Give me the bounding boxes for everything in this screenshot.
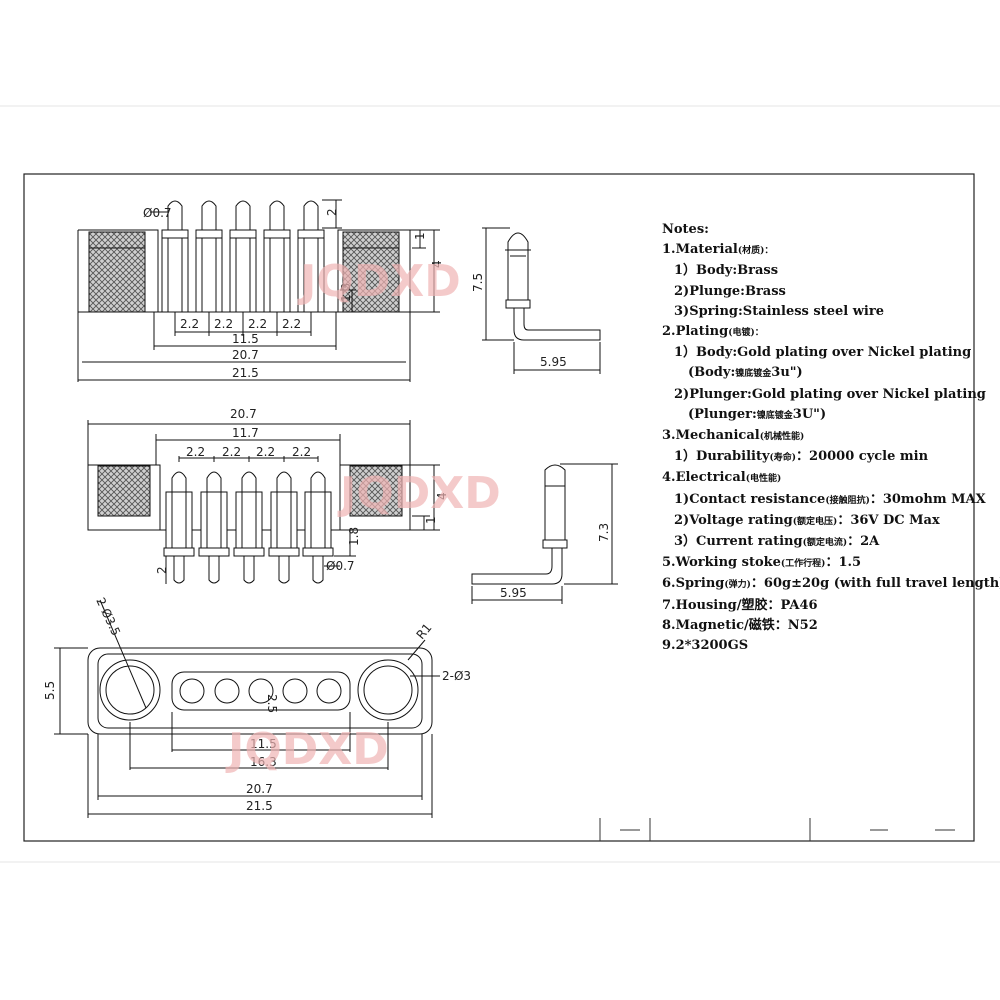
front-view-top [77,199,440,382]
dim-pitch-1: 2.2 [180,317,199,331]
magnet-left [88,231,146,313]
note-mechanical: 3.Mechanical(机械性能) [662,428,805,444]
note-material-plunge: 2)Plunge:Brass [674,283,786,299]
notes-panel: Notes: 1.Material(材质)： 1）Body:Brass 2)Pl… [662,220,1000,656]
note-durability: 1）Durability(寿命)：20000 cycle min [674,449,929,465]
dim-pin-len-top: 2 [325,208,339,216]
front-view-middle [87,420,440,584]
dim-base-h: 1.3 [339,283,353,302]
dim-pin-dia-mid: Ø0.7 [326,559,355,573]
pins-top [161,200,325,313]
pin-slot [171,671,351,711]
dim-total-h: 4 [430,260,444,268]
dim-top-h: 1 [413,232,427,240]
note-working: 5.Working stoke(工作行程)：1.5 [662,555,862,571]
dim-side-width-top: 5.95 [540,355,567,369]
side-view-middle [471,463,618,604]
magnet-hole-right [357,659,419,721]
watermark-3: JQDXD [225,724,389,775]
note-plating-plunger-note: (Plunger:镍底镀金3U") [688,406,827,422]
bottom-view [54,599,440,818]
dim-pitch-2: 2.2 [214,317,233,331]
note-magnetic: 8.Magnetic/磁铁：N52 [662,617,818,633]
dim-outer-top: 21.5 [232,366,259,380]
drawing-frame [23,173,975,842]
title-block-ticks [599,818,955,841]
note-plating: 2.Plating(电镀)： [662,324,764,340]
note-material-spring: 3)Spring:Stainless steel wire [674,303,884,319]
side-view-top [482,227,601,374]
dim-span-mid: 11.7 [232,426,259,440]
dim-pin-dia-top: Ø0.7 [143,206,172,220]
dim-total-h-mid: 4 [435,492,449,500]
magnet-left-mid [97,465,151,517]
dim-inner-mid: 20.7 [230,407,257,421]
dim-radius: R1 [414,621,435,642]
magnet-right-mid [349,465,403,517]
dim-inner-bottom: 20.7 [246,782,273,796]
dim-hole-small: 2-Ø3 [442,669,471,683]
note-contact: 1)Contact resistance(接触阻抗)：30mohm MAX [674,491,986,507]
dim-top-h-mid: 1 [424,516,438,524]
watermark-1: JQDXD [297,256,461,307]
dim-side-width-mid: 5.95 [500,586,527,600]
dim-height-bottom: 5.5 [43,681,57,700]
dim-span-a: 11.5 [250,737,277,751]
dim-pitch-mid-3: 2.2 [256,445,275,459]
note-material-body: 1）Body:Brass [674,263,779,279]
dim-span-b: 16.3 [250,755,277,769]
dim-inner-top: 20.7 [232,348,259,362]
note-plating-body: 1）Body:Gold plating over Nickel plating [674,345,972,361]
watermark-2: JQDXD [337,468,501,519]
dim-span-top: 11.5 [232,332,259,346]
dim-pitch-3: 2.2 [248,317,267,331]
dim-hole-big: 2-Ø3.5 [93,595,123,638]
magnet-right [342,231,400,313]
note-plating-plunger: 2)Plunger:Gold plating over Nickel plati… [674,386,986,402]
magnet-hole-left [99,659,161,721]
dim-pitch-mid-4: 2.2 [292,445,311,459]
dim-side-height-mid: 7.3 [597,523,611,542]
pins-mid [163,471,334,584]
note-plating-body-note: (Body:镍底镀金3u") [688,365,803,381]
note-voltage: 2)Voltage rating(额定电压)：36V DC Max [674,512,940,528]
dim-side-height-top: 7.5 [471,273,485,292]
note-housing: 7.Housing/塑胶：PA46 [662,597,818,613]
note-electrical: 4.Electrical(电性能) [662,470,782,486]
dim-base-h-mid: 1.8 [347,527,361,546]
note-gauss: 9.2*3200GS [662,638,749,654]
dim-outer-bottom: 21.5 [246,799,273,813]
dim-pin-len-mid: 2 [155,566,169,574]
note-spring: 6.Spring(弹力)：60g±20g (with full travel l… [662,576,1000,592]
note-current: 3）Current rating(额定电流)：2A [674,534,880,550]
dim-slot-h: 2.5 [265,694,279,713]
dim-pitch-mid-1: 2.2 [186,445,205,459]
housing-outline [87,647,433,735]
dim-pitch-4: 2.2 [282,317,301,331]
dim-pitch-mid-2: 2.2 [222,445,241,459]
notes-heading: Notes: [662,222,709,237]
note-material: 1.Material(材质)： [662,242,774,258]
